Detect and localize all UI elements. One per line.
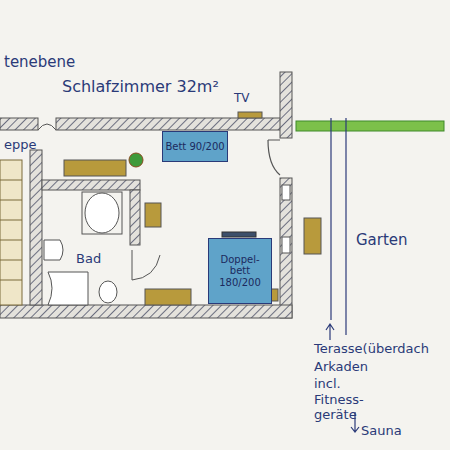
bed-label: Bett 90/200 [165,141,224,153]
garden-table [304,218,321,254]
wall [130,190,140,245]
door [268,140,280,175]
door [38,124,56,130]
plan-label: Schlafzimmer 32m² [62,78,219,96]
window [282,185,290,200]
pillow [222,232,256,237]
plan-label: Fitness- geräte [314,393,384,423]
tv-stand [238,112,262,118]
door [132,250,160,280]
bath-frame [82,192,122,234]
wall [30,150,42,305]
wall [280,72,292,138]
plan-label: Sauna [361,424,402,439]
wall [280,178,292,318]
cabinet [145,289,191,305]
plan-label: Arkaden [314,360,368,375]
plant [129,153,143,167]
window [282,237,290,253]
terrace-line [345,118,346,335]
staircase [0,160,22,305]
plan-label: tenebene [4,54,75,71]
plan-label: TV [234,92,250,106]
plan-label: Terasse(überdach [314,342,429,357]
sink [44,240,63,260]
wall [0,118,38,130]
wall [42,180,140,190]
bed: Bett 90/200 [162,131,228,162]
bench [64,160,126,176]
toilet [99,281,117,303]
wall [56,118,284,130]
wall [0,305,292,318]
stair-steps [0,180,22,280]
plan-label: eppe [4,138,37,153]
chair [145,203,161,227]
terrace-line [330,118,331,320]
bed: Doppel- bett 180/200 [208,238,272,304]
hedge [296,121,444,131]
bathtub [85,193,119,233]
plan-label: incl. [314,377,341,392]
bed-label: Doppel- bett 180/200 [209,254,271,289]
shower [48,272,88,305]
plan-label: Garten [356,232,408,249]
pointer-arrow [326,324,334,340]
plan-label: Bad [76,252,101,267]
